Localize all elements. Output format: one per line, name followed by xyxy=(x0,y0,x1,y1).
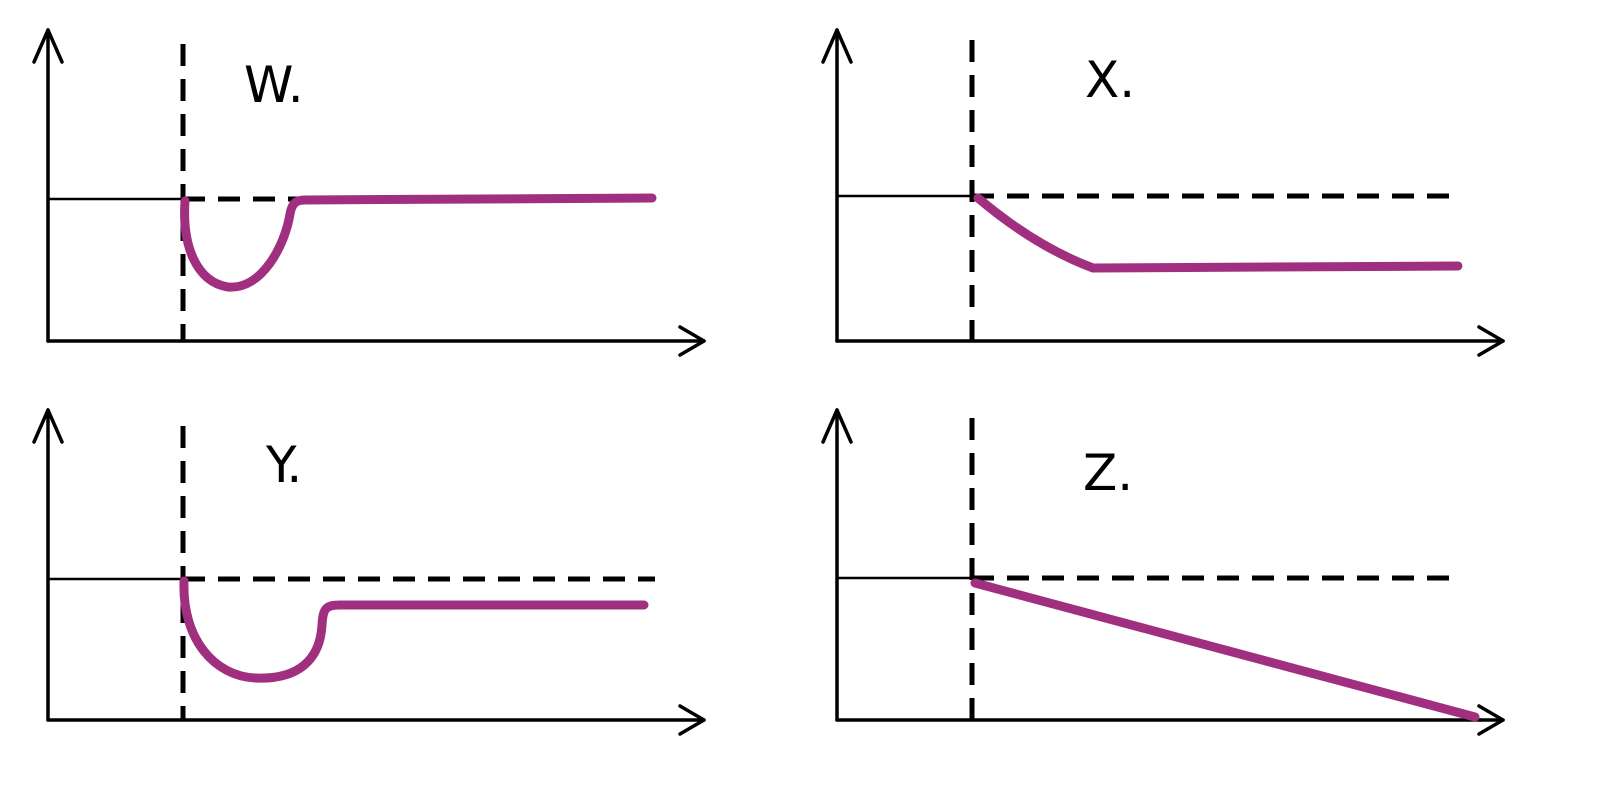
panel-x: X. xyxy=(821,28,1505,357)
y-axis-arrowhead xyxy=(32,408,64,444)
response-curve xyxy=(973,193,1463,273)
panel-label: Y. xyxy=(265,436,302,494)
panel-label: X. xyxy=(1085,51,1135,109)
response-curve xyxy=(180,193,657,292)
y-axis-arrowhead xyxy=(821,28,853,64)
y-axis-arrowhead xyxy=(821,408,853,444)
panel-y: Y. xyxy=(32,408,706,736)
y-axis-arrowhead xyxy=(32,28,64,64)
x-axis-arrowhead xyxy=(678,704,706,736)
response-curve xyxy=(970,578,1480,722)
panel-w: W. xyxy=(32,28,706,357)
x-axis-arrowhead xyxy=(678,325,706,357)
panel-z: Z. xyxy=(821,408,1505,736)
panel-label: Z. xyxy=(1083,444,1133,502)
x-axis-arrowhead xyxy=(1477,704,1505,736)
panel-label: W. xyxy=(244,56,304,114)
x-axis-arrowhead xyxy=(1477,325,1505,357)
response-curve xyxy=(179,576,649,683)
